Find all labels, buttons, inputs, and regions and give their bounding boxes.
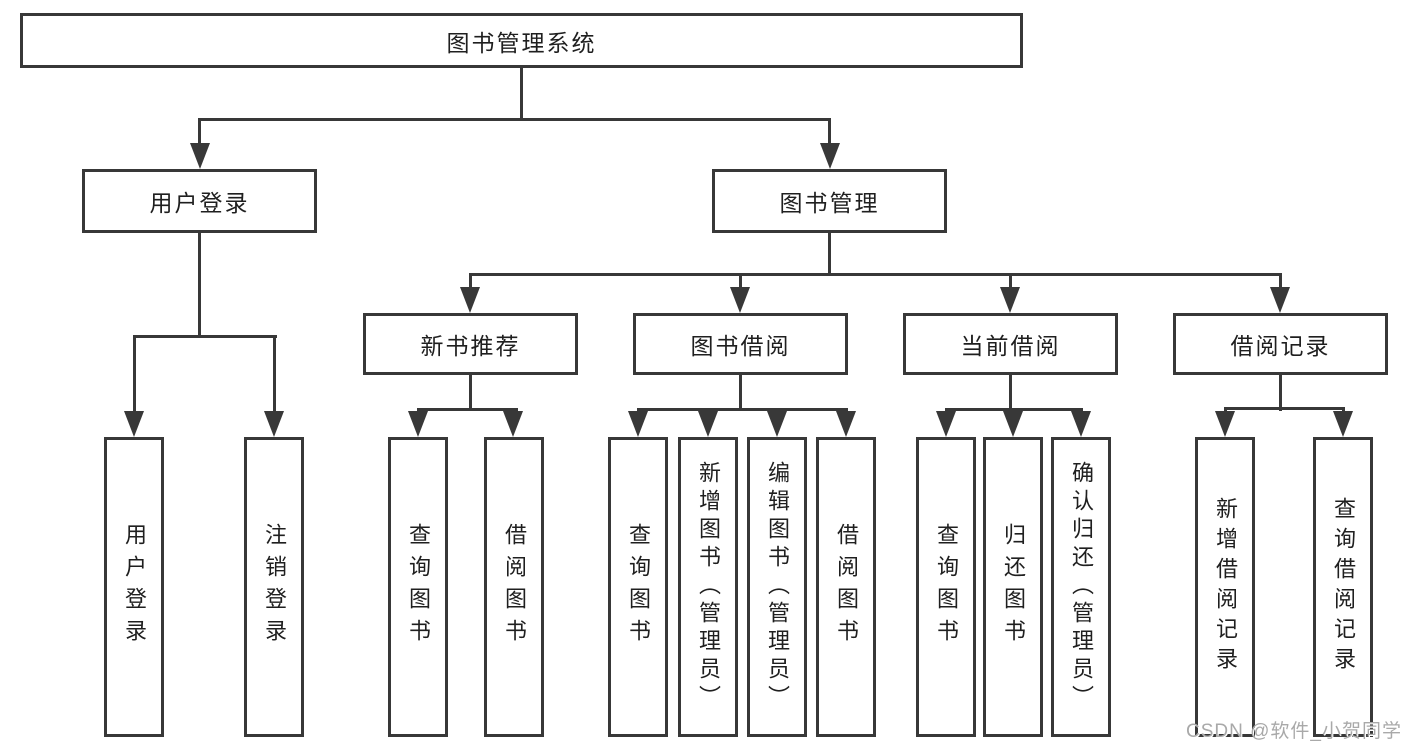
leaf-label: 新增图书（管理员） [696, 461, 721, 713]
edge-line [637, 408, 848, 411]
edge-line [1009, 375, 1012, 411]
leaf-add-books-admin: 新增图书（管理员） [678, 437, 738, 737]
arrow-down-icon [730, 287, 750, 313]
arrow-down-icon [190, 143, 210, 169]
arrow-down-icon [460, 287, 480, 313]
leaf-label: 用户登录 [122, 523, 147, 651]
edge-line [1224, 407, 1345, 410]
arrow-down-icon [1270, 287, 1290, 313]
csdn-watermark: CSDN @软件_小贺同学 [1186, 721, 1402, 742]
node-book-borrowing: 图书借阅 [633, 313, 848, 375]
edge-line [198, 118, 831, 121]
leaf-label: 新增借阅记录 [1213, 497, 1238, 677]
leaf-label: 注销登录 [262, 523, 287, 651]
edge-line [198, 118, 201, 146]
arrow-down-icon [1071, 411, 1091, 437]
leaf-query-books-current: 查询图书 [916, 437, 976, 737]
arrow-down-icon [767, 411, 787, 437]
leaf-label: 归还图书 [1001, 523, 1026, 651]
arrow-down-icon [1333, 411, 1353, 437]
arrow-down-icon [1003, 411, 1023, 437]
arrow-down-icon [1000, 287, 1020, 313]
edge-line [417, 408, 518, 411]
arrow-down-icon [408, 411, 428, 437]
leaf-label: 查询图书 [934, 523, 959, 651]
leaf-logout-login: 注销登录 [244, 437, 304, 737]
edge-line [469, 273, 472, 291]
edge-line [1279, 375, 1282, 411]
node-book-management: 图书管理 [712, 169, 947, 233]
leaf-query-books-recommend: 查询图书 [388, 437, 448, 737]
edge-line [198, 233, 201, 338]
edge-line [1009, 273, 1012, 291]
arrow-down-icon [936, 411, 956, 437]
arrow-down-icon [503, 411, 523, 437]
leaf-label: 借阅图书 [502, 523, 527, 651]
leaf-label: 查询图书 [626, 523, 651, 651]
edge-line [739, 273, 742, 291]
leaf-add-borrow-record: 新增借阅记录 [1195, 437, 1255, 737]
leaf-label: 编辑图书（管理员） [765, 461, 790, 713]
arrow-down-icon [264, 411, 284, 437]
edge-line [273, 335, 276, 413]
leaf-label: 查询借阅记录 [1331, 497, 1356, 677]
leaf-borrow-books-recommend: 借阅图书 [484, 437, 544, 737]
node-current-borrowing: 当前借阅 [903, 313, 1118, 375]
node-user-login: 用户登录 [82, 169, 317, 233]
leaf-label: 确认归还（管理员） [1069, 461, 1094, 713]
edge-line [828, 118, 831, 146]
arrow-down-icon [820, 143, 840, 169]
edge-line [739, 375, 742, 411]
edge-line [469, 375, 472, 411]
edge-line [133, 335, 136, 413]
edge-line [1279, 273, 1282, 291]
leaf-return-books: 归还图书 [983, 437, 1043, 737]
node-library-management-system: 图书管理系统 [20, 13, 1023, 68]
leaf-confirm-return-admin: 确认归还（管理员） [1051, 437, 1111, 737]
leaf-borrow-books-borrow: 借阅图书 [816, 437, 876, 737]
arrow-down-icon [698, 411, 718, 437]
arrow-down-icon [836, 411, 856, 437]
edge-line [1224, 407, 1227, 414]
leaf-label: 查询图书 [406, 523, 431, 651]
leaf-user-login: 用户登录 [104, 437, 164, 737]
arrow-down-icon [124, 411, 144, 437]
edge-line [1342, 407, 1345, 414]
leaf-label: 借阅图书 [834, 523, 859, 651]
edge-line [469, 273, 1282, 276]
leaf-query-books-borrow: 查询图书 [608, 437, 668, 737]
arrow-down-icon [1215, 411, 1235, 437]
node-borrowing-records: 借阅记录 [1173, 313, 1388, 375]
node-new-book-recommendation: 新书推荐 [363, 313, 578, 375]
edge-line [828, 233, 831, 276]
arrow-down-icon [628, 411, 648, 437]
edge-line [133, 335, 277, 338]
leaf-edit-books-admin: 编辑图书（管理员） [747, 437, 807, 737]
edge-line [520, 68, 523, 121]
leaf-query-borrow-record: 查询借阅记录 [1313, 437, 1373, 737]
